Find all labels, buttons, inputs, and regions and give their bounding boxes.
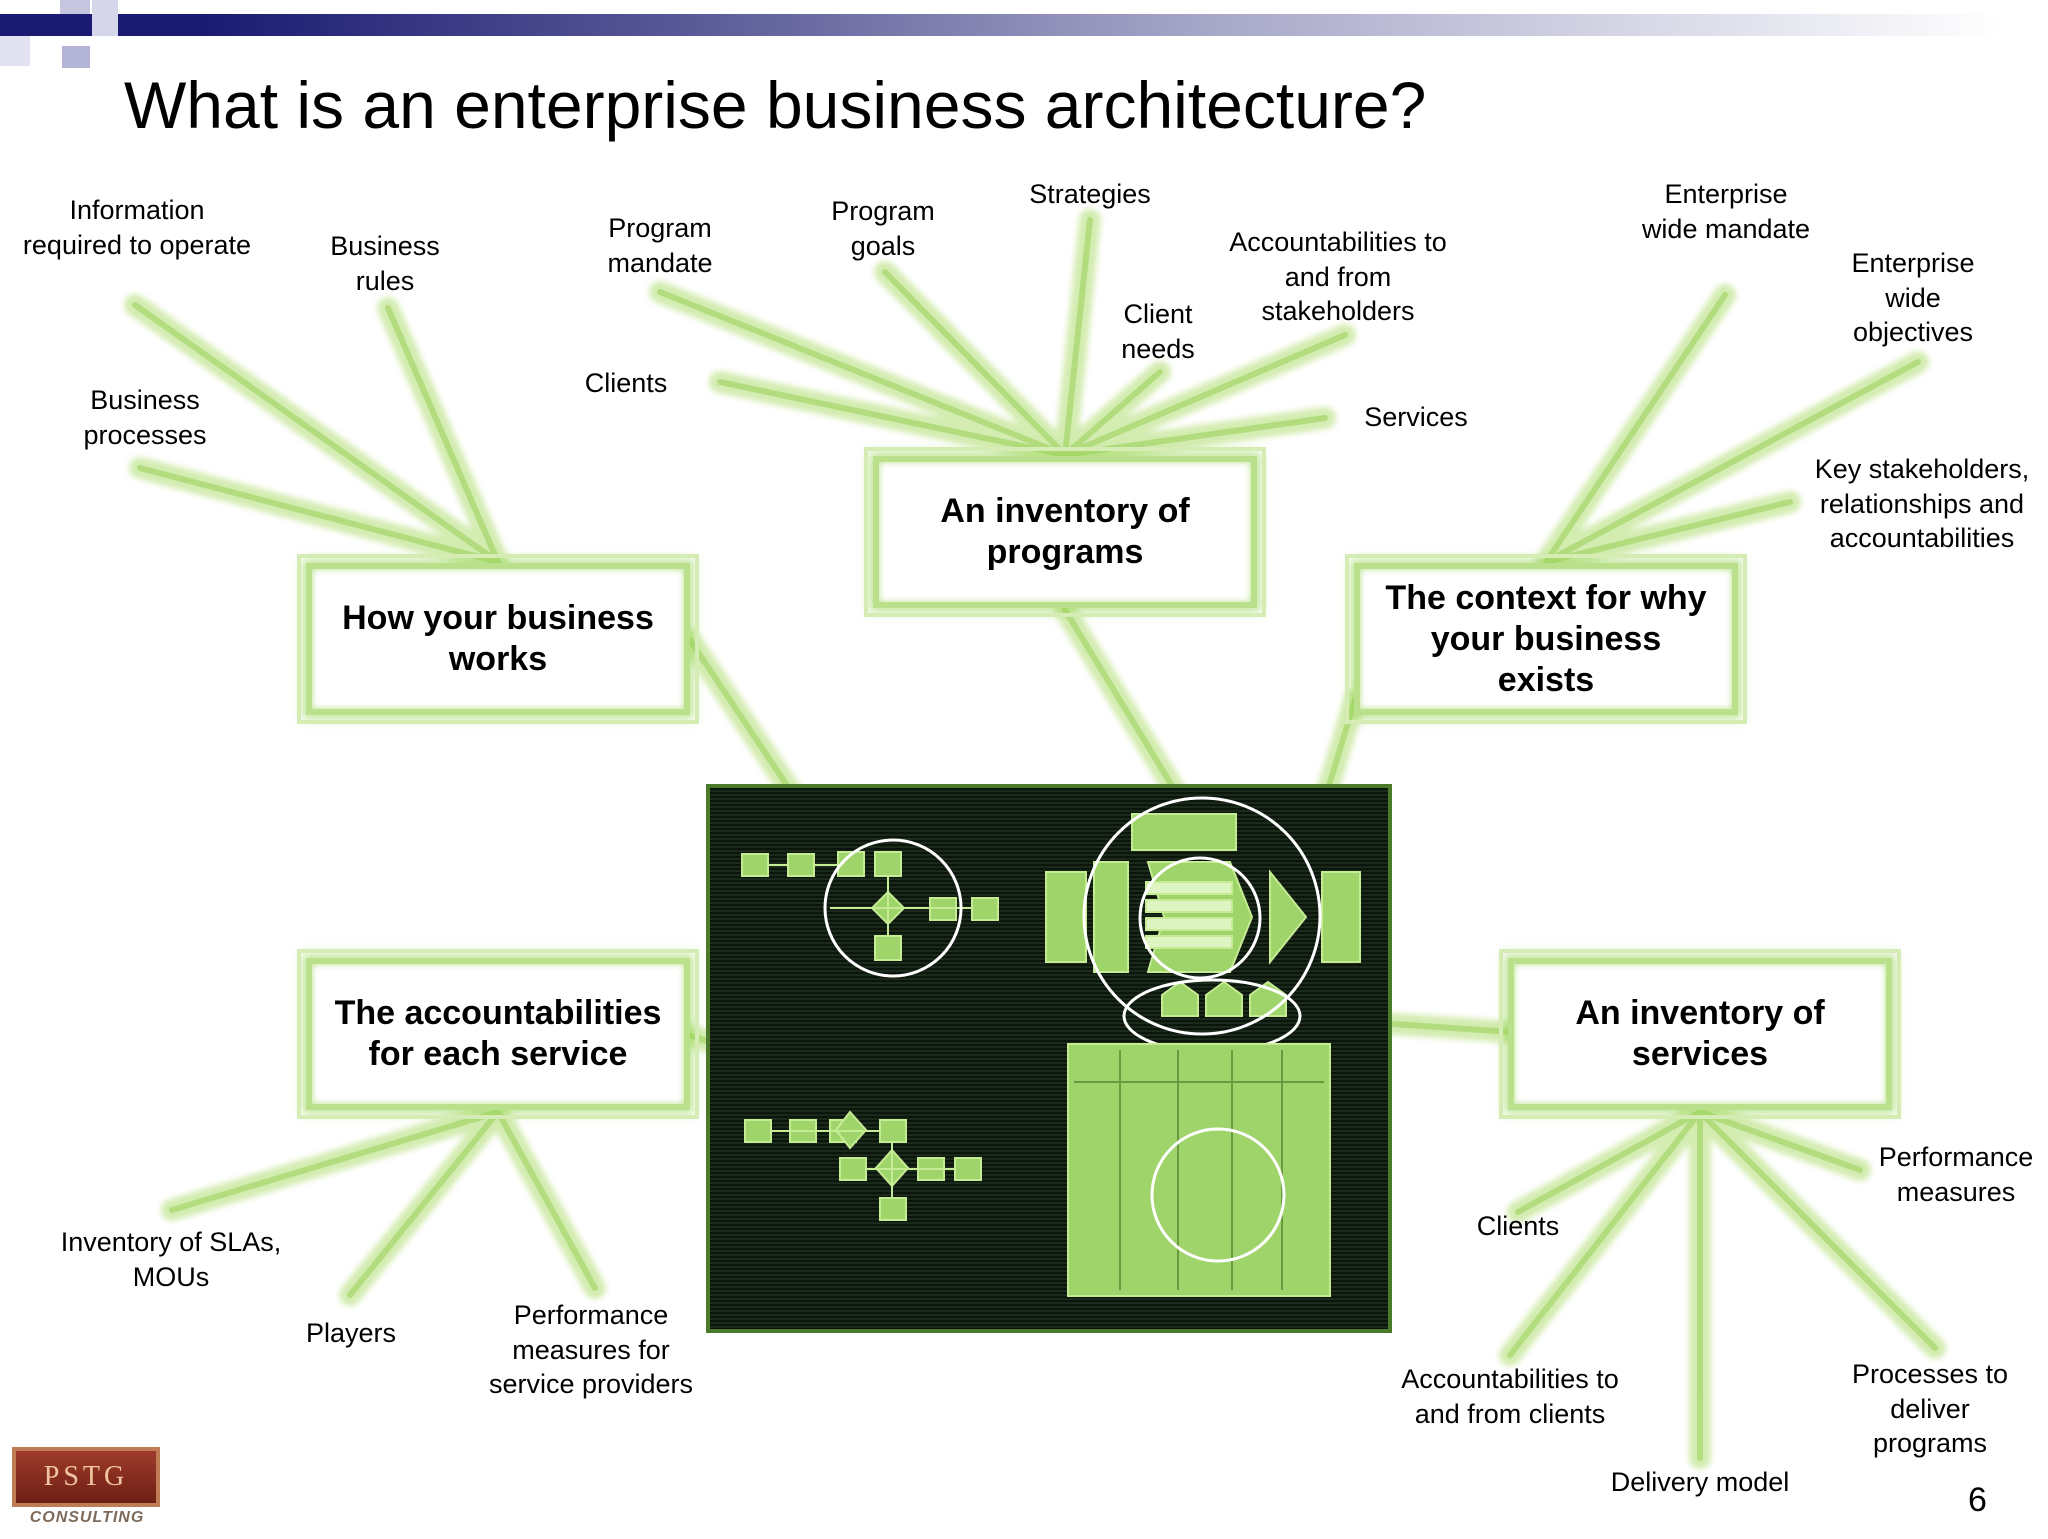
label-strategies: Strategies bbox=[1029, 179, 1151, 209]
box-inventory-programs: An inventory of programs bbox=[864, 447, 1266, 617]
banner-square-3 bbox=[92, 0, 118, 36]
page-number: 6 bbox=[1968, 1481, 1987, 1519]
process-flow-top bbox=[741, 851, 999, 961]
label-clients-bottom: Clients bbox=[1476, 1211, 1560, 1241]
label-clients-top: Clients bbox=[584, 368, 668, 398]
label-performance-measures: Performance measures bbox=[1878, 1142, 2034, 1207]
process-flow-bottom bbox=[744, 1110, 982, 1221]
banner-square-2 bbox=[60, 0, 90, 14]
logo-subtitle: CONSULTING bbox=[29, 1509, 145, 1526]
label-enterprise-mandate: Enterprise wide mandate bbox=[1641, 179, 1811, 244]
label-enterprise-objectives: Enterprise wide objectives bbox=[1851, 248, 1975, 347]
spoke-lines bbox=[124, 209, 1946, 1469]
label-performance-measures-providers: Performance measures for service provide… bbox=[488, 1300, 694, 1399]
banner-square-5 bbox=[62, 46, 90, 68]
box-how-business-works: How your business works bbox=[297, 554, 699, 724]
label-accountabilities-stakeholders: Accountabilities to and from stakeholder… bbox=[1229, 227, 1447, 326]
label-business-rules: Business rules bbox=[330, 231, 440, 296]
label-inventory-slas: Inventory of SLAs, MOUs bbox=[60, 1227, 282, 1292]
box-inventory-services: An inventory of services bbox=[1499, 949, 1901, 1119]
program-value-chain bbox=[1045, 813, 1361, 1017]
title-banner bbox=[0, 14, 2000, 36]
banner-square-4 bbox=[0, 36, 30, 66]
central-screen-graphic bbox=[706, 784, 1392, 1333]
label-accountabilities-clients: Accountabilities to and from clients bbox=[1401, 1364, 1619, 1429]
logo-plate: PSTG bbox=[12, 1447, 160, 1507]
service-table bbox=[1067, 1043, 1331, 1297]
label-business-processes: Business processes bbox=[83, 385, 207, 450]
banner-square-1 bbox=[28, 14, 60, 36]
label-information-required: Information required to operate bbox=[22, 195, 252, 260]
box-accountabilities-service: The accountabilities for each service bbox=[297, 949, 699, 1119]
label-delivery-model: Delivery model bbox=[1610, 1467, 1790, 1497]
page-title: What is an enterprise business architect… bbox=[124, 68, 1427, 142]
label-program-goals: Program goals bbox=[831, 196, 935, 261]
label-players: Players bbox=[305, 1318, 397, 1348]
label-program-mandate: Program mandate bbox=[607, 213, 713, 278]
label-key-stakeholders: Key stakeholders, relationships and acco… bbox=[1814, 454, 2030, 553]
label-services: Services bbox=[1364, 402, 1468, 432]
pstg-logo: PSTG CONSULTING bbox=[12, 1447, 162, 1539]
label-processes-deliver: Processes to deliver programs bbox=[1851, 1359, 2009, 1458]
label-client-needs: Client needs bbox=[1121, 299, 1195, 364]
box-context-business-exists: The context for why your business exists bbox=[1345, 554, 1747, 724]
